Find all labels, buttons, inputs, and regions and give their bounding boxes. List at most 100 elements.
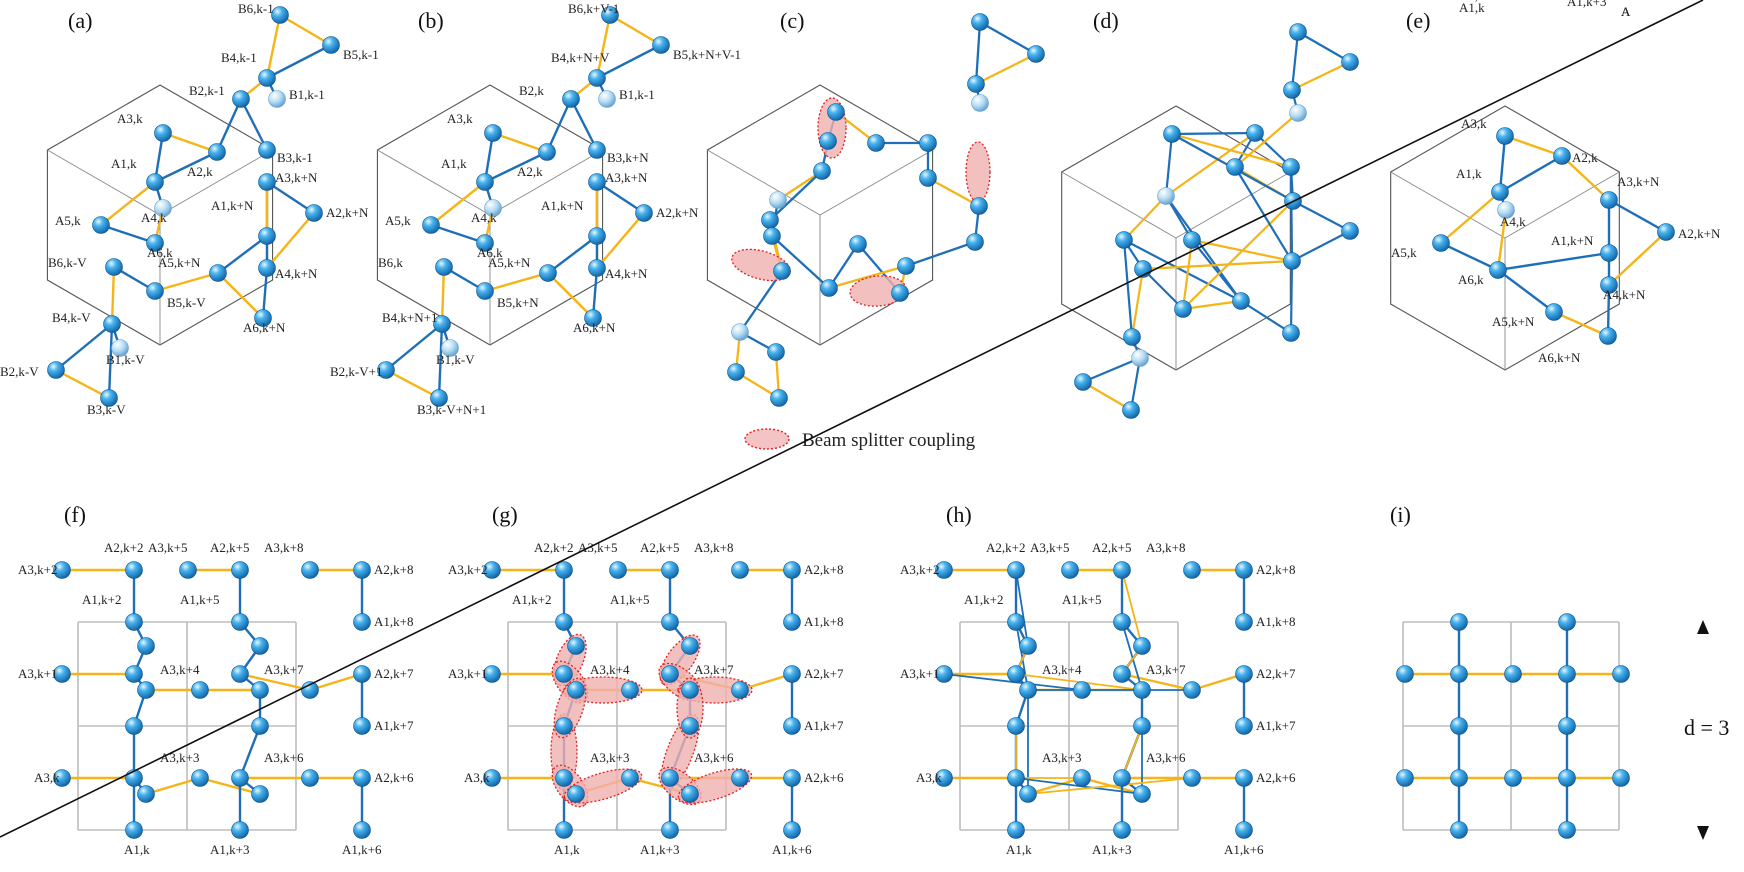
lattice-node [1007, 665, 1025, 683]
hopping-blue [99, 223, 157, 245]
lattice-node [731, 323, 749, 341]
lattice-node [1545, 303, 1563, 321]
node-label: A1,k+3 [210, 842, 249, 857]
lattice-node [588, 69, 606, 87]
lattice-node [1019, 681, 1037, 699]
lattice-node [588, 173, 606, 191]
lattice-node [483, 561, 501, 579]
hopping-blue [1498, 154, 1564, 194]
lattice-node [567, 785, 585, 803]
node-label: A3,k+3 [590, 750, 629, 765]
lattice-node [635, 204, 653, 222]
lattice-node [1183, 231, 1201, 249]
node-label: A2,k [1459, 0, 1485, 3]
cube-frame-inner-edge [377, 149, 491, 216]
node-label: A2,k+2 [986, 540, 1025, 555]
hopping-edge [770, 234, 831, 290]
hopping-edge [1121, 569, 1143, 647]
hopping-blue [545, 97, 573, 154]
node-label: A4,k+N [1603, 287, 1646, 302]
node-label: A1,k+8 [1256, 614, 1295, 629]
lattice-node [661, 613, 679, 631]
node-label: A6,k+N [1538, 350, 1581, 365]
node-label: A4,k+N [275, 266, 318, 281]
lattice-node [258, 69, 276, 87]
node-label: A3,k+7 [1146, 662, 1186, 677]
lattice-node [353, 769, 371, 787]
lattice-node [681, 681, 699, 699]
lattice-node [1341, 53, 1359, 71]
hopping-edge [1181, 299, 1243, 311]
lattice-node [1657, 223, 1675, 241]
lattice-node [208, 143, 226, 161]
hopping-edge [904, 240, 977, 268]
hopping-blue [437, 322, 444, 400]
lattice-node [827, 103, 845, 121]
cube-frame-inner-edge [1175, 171, 1291, 239]
hopping-edge [1289, 165, 1294, 263]
hopping-blue [1607, 198, 1668, 234]
lattice-node [1496, 127, 1514, 145]
node-label: A2,k+7 [804, 666, 844, 681]
lattice-node [967, 75, 985, 93]
lattice-node [891, 284, 909, 302]
lattice-node [919, 134, 937, 152]
lattice-node [598, 90, 616, 108]
node-label: A3,k+6 [1621, 4, 1744, 19]
lattice-node [538, 143, 556, 161]
hopping-yellow [238, 672, 312, 692]
hopping-blue [238, 724, 262, 780]
node-label: A1,k [1459, 0, 1485, 15]
lattice-node [555, 665, 573, 683]
cube-frame-inner-edge [489, 149, 603, 216]
node-label: A2,k+8 [804, 562, 843, 577]
node-label: A1,k+5 [180, 592, 219, 607]
lattice-node [476, 173, 494, 191]
node-label: A4,k [1500, 214, 1526, 229]
hopping-blue [215, 97, 243, 154]
lattice-node [1450, 769, 1468, 787]
node-label: A1,k+7 [804, 718, 844, 733]
lattice-node [484, 124, 502, 142]
lattice-node [763, 227, 781, 245]
lattice-node [1450, 821, 1468, 839]
lattice-node [819, 132, 837, 150]
lattice-node [305, 204, 323, 222]
lattice-node [1396, 769, 1414, 787]
lattice-node [125, 717, 143, 735]
node-label: A3,k+8 [694, 540, 733, 555]
lattice-node [1599, 327, 1617, 345]
node-label: A2,k+6 [1256, 770, 1296, 785]
lattice-node [146, 173, 164, 191]
lattice-node [353, 717, 371, 735]
node-label: A5,k+N [488, 255, 531, 270]
hopping-yellow [1607, 230, 1668, 287]
node-label: A3,k+N [1617, 174, 1660, 189]
lattice-node [433, 315, 451, 333]
lattice-node [422, 216, 440, 234]
node-label: A2,k+7 [1256, 666, 1296, 681]
dimension-arrow-down [1697, 826, 1709, 840]
hopping-yellow [491, 131, 549, 154]
lattice-node [137, 785, 155, 803]
hopping-edge [1130, 267, 1145, 339]
node-label: A6,k [147, 245, 173, 260]
lattice-node [970, 197, 988, 215]
lattice-node [430, 389, 448, 407]
node-label: A1,k+2 [512, 592, 551, 607]
lattice-node [555, 717, 573, 735]
lattice-node [588, 141, 606, 159]
node-label: A2,k+2 [1459, 0, 1498, 1]
node-label: B2,k-V [0, 364, 39, 379]
lattice-node [1113, 769, 1131, 787]
lattice-node [1450, 717, 1468, 735]
lattice-node [1061, 561, 1079, 579]
hopping-yellow [483, 271, 550, 293]
node-label: A1,k+N [541, 198, 584, 213]
lattice-node [1283, 252, 1301, 270]
node-label: A4,k [141, 210, 167, 225]
beam-splitter-legend-swatch [744, 428, 790, 450]
lattice-node [483, 769, 501, 787]
lattice-node [652, 36, 670, 54]
lattice-node [1235, 821, 1253, 839]
